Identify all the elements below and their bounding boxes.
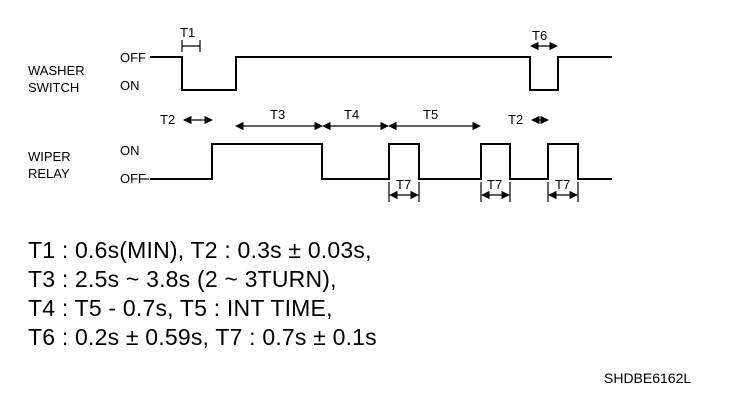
washer-switch-waveform [150,56,612,91]
t2-first-label: T2 [160,112,175,127]
t6-label: T6 [532,28,547,43]
wiper-on-level-label: ON [120,143,140,158]
t7-second-label: T7 [487,177,502,192]
timing-note: T4 : T5 - 0.7s, T5 : INT TIME, [28,295,333,321]
t7-third-label: T7 [555,177,570,192]
timing-note: T3 : 2.5s ~ 3.8s (2 ~ 3TURN), [28,266,337,292]
timing-note: T1 : 0.6s(MIN), T2 : 0.3s ± 0.03s, [28,237,372,263]
wiper-label-line2: RELAY [28,166,70,181]
washer-off-level-label: OFF [120,50,146,65]
timing-note: T6 : 0.2s ± 0.59s, T7 : 0.7s ± 0.1s [28,324,377,350]
t1-label: T1 [180,25,195,40]
washer-label-line2: SWITCH [28,80,79,95]
t7-first-label: T7 [396,177,411,192]
washer-on-level-label: ON [120,78,140,93]
wiper-label-line1: WIPER [28,149,71,164]
timing-notes: T1 : 0.6s(MIN), T2 : 0.3s ± 0.03s, T3 : … [28,236,377,352]
t2-second-label: T2 [508,112,523,127]
t3-label: T3 [270,107,285,122]
t4-label: T4 [344,107,359,122]
washer-label-line1: WASHER [28,63,85,78]
wiper-off-level-label: OFF [120,171,146,186]
figure-code: SHDBE6162L [604,370,692,386]
t5-label: T5 [423,107,438,122]
wiper-relay-waveform [150,143,612,180]
